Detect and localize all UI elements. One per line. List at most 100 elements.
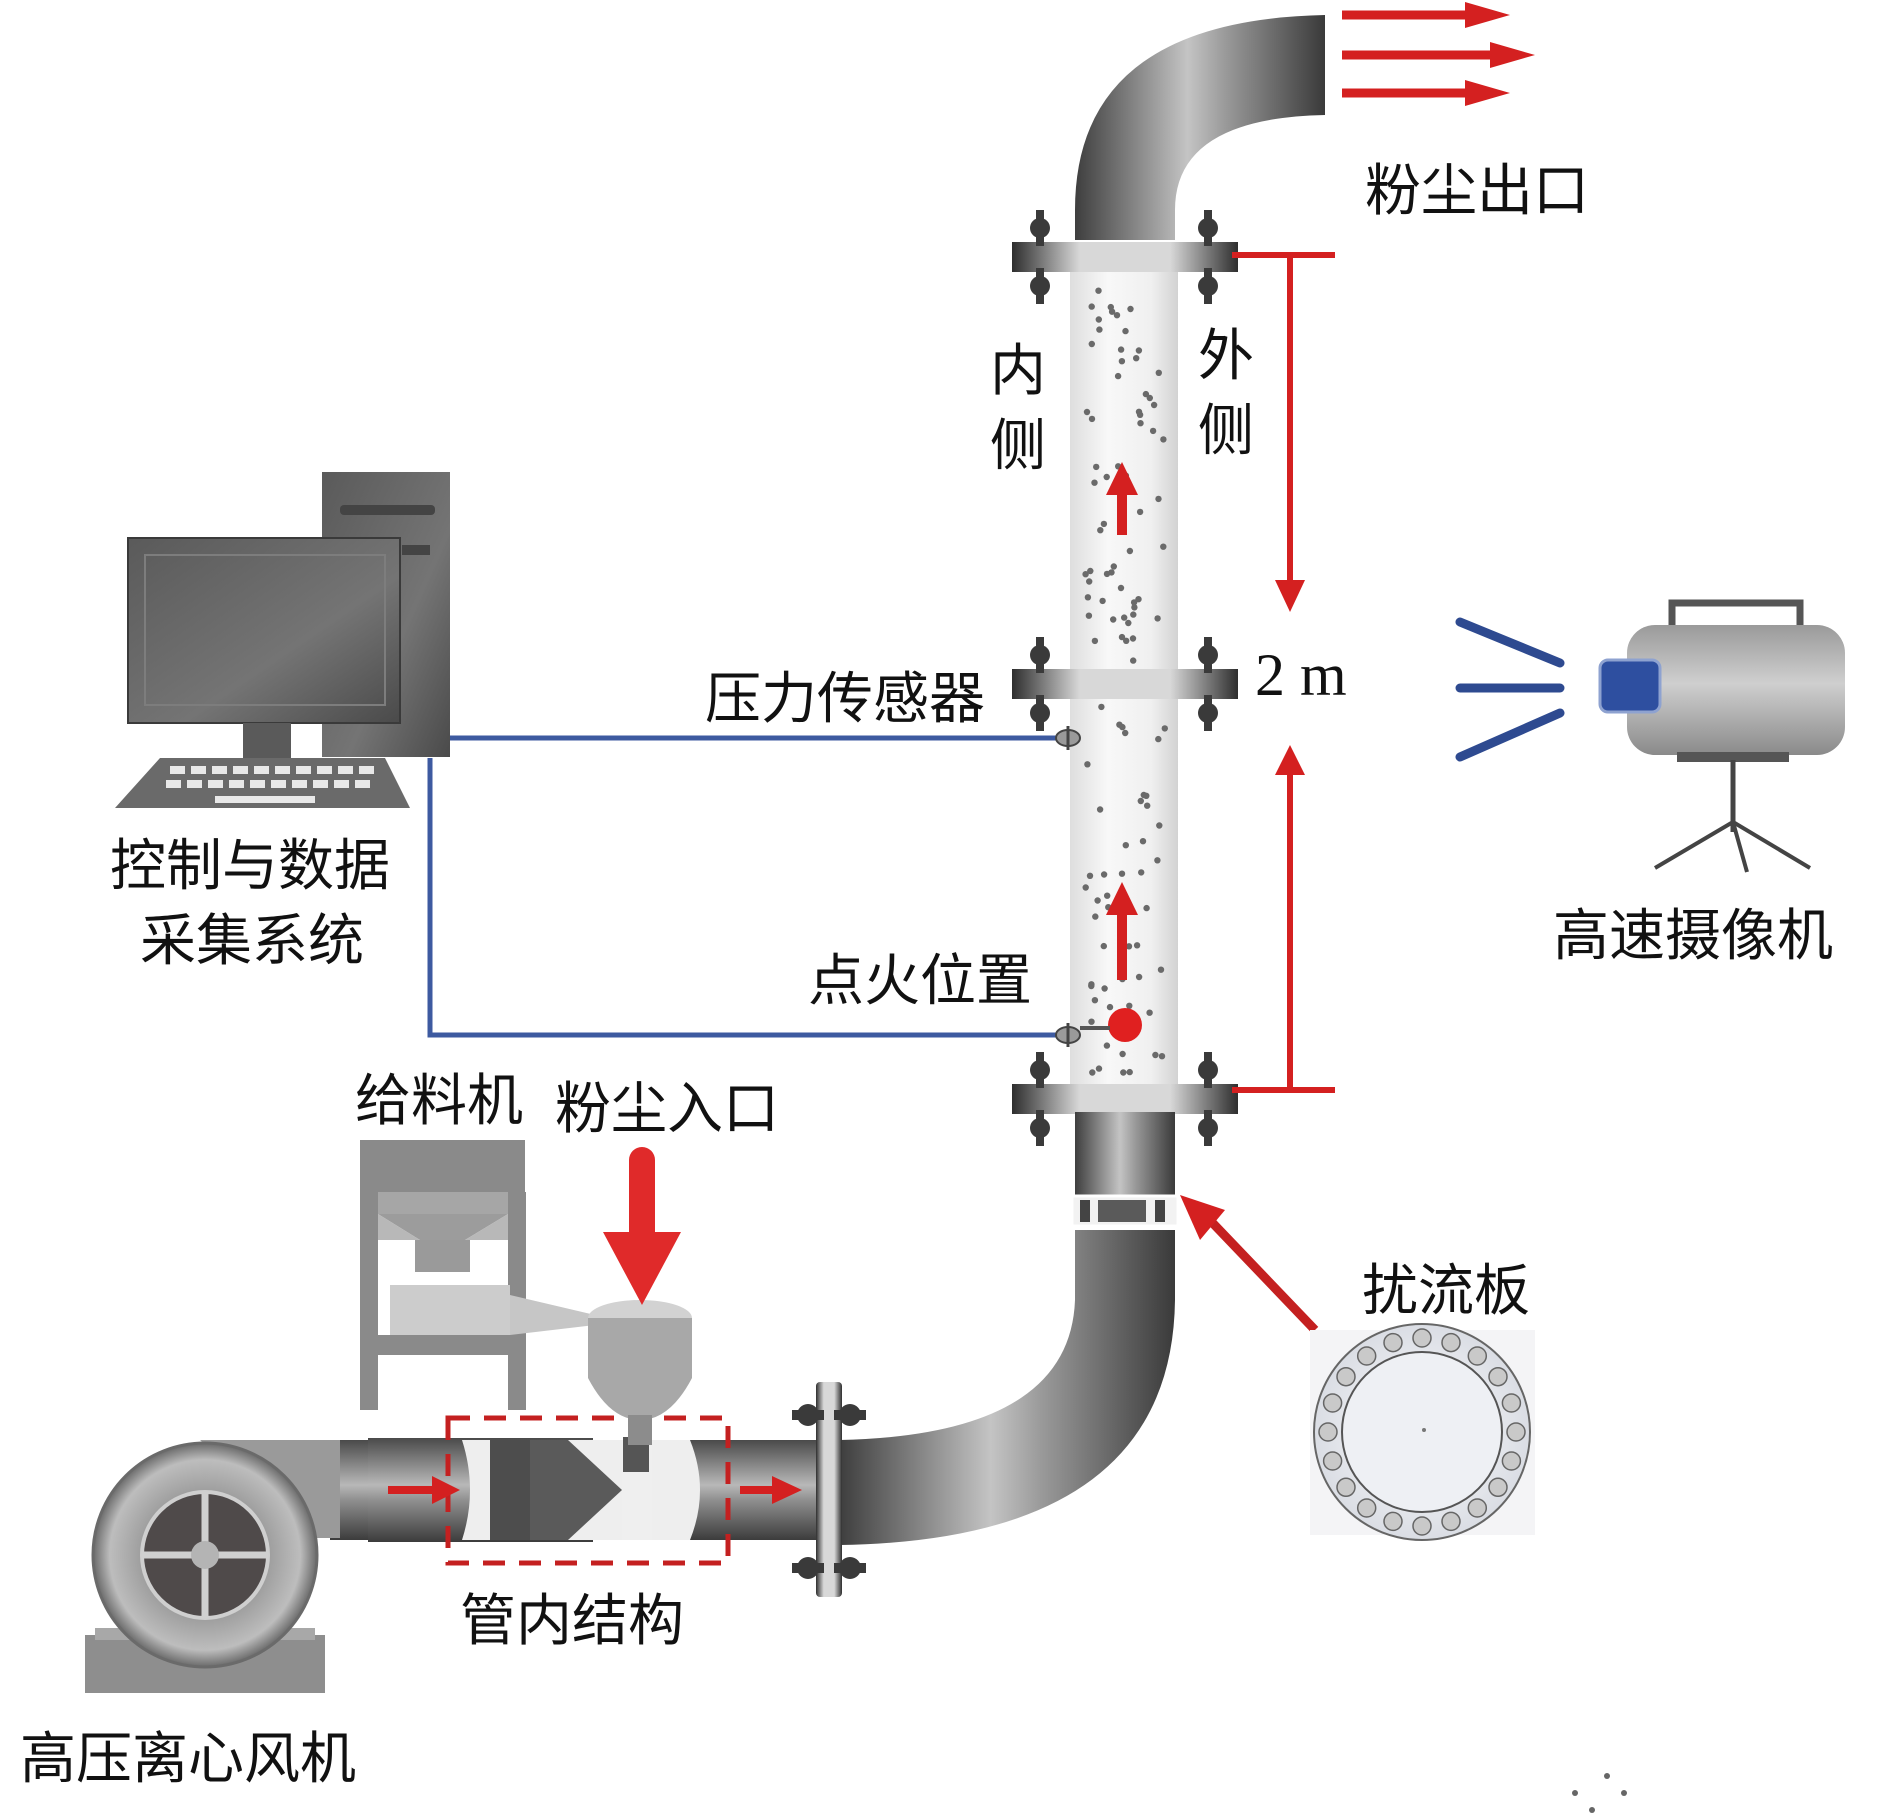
dust-particle (1118, 358, 1126, 365)
dust-particle (1113, 312, 1121, 319)
dust-particle (1139, 838, 1147, 845)
flow-arrow-lower (1106, 882, 1138, 980)
dust-particle (1097, 527, 1104, 534)
baffle-hole (1501, 1451, 1522, 1471)
baffle-hole (1322, 1451, 1343, 1471)
dust-particle (1086, 578, 1093, 585)
baffle-hole (1441, 1511, 1461, 1532)
dust-particle (1091, 637, 1099, 645)
dust-particle (1106, 1003, 1114, 1011)
dust-particle (1092, 913, 1099, 920)
dust-particle (1084, 761, 1091, 768)
baffle-hole (1336, 1366, 1356, 1387)
feeder-label: 给料机 (355, 1069, 523, 1134)
keyboard-key (317, 766, 332, 774)
dust-particle (1095, 316, 1103, 323)
camera-icon (1598, 599, 1845, 873)
keyboard-key (212, 766, 227, 774)
dust-particle (1152, 1051, 1159, 1059)
pipe-internal-cutaway (388, 1415, 830, 1566)
dust-particle (1099, 597, 1106, 605)
dust-particle (1130, 599, 1138, 606)
dust-particle (1135, 347, 1143, 354)
keyboard-key (355, 780, 370, 788)
keyboard-key (334, 780, 349, 788)
dust-particle (1136, 508, 1144, 516)
dust-particle (1133, 942, 1141, 949)
keyboard-key (254, 766, 269, 774)
bolt-shaft (1204, 637, 1212, 673)
dust-particle (1122, 327, 1129, 335)
baffle-callout-arrow (1180, 1195, 1319, 1334)
pressure-sensor-icon (1055, 726, 1081, 750)
dust-particle (1140, 791, 1148, 799)
keyboard-key (191, 766, 206, 774)
flange-plate (1012, 1084, 1238, 1114)
dust-particle (1122, 842, 1130, 849)
bolt-shaft (1036, 637, 1044, 673)
dust-particle (1103, 1042, 1111, 1049)
bolt-shaft (792, 1410, 824, 1420)
control-system-label-2: 采集系统 (140, 909, 364, 974)
camera-body (1627, 625, 1845, 755)
flow-arrowhead-icon (1106, 882, 1138, 915)
dust-particle (1101, 985, 1108, 992)
flange-plate (1012, 669, 1238, 699)
camera-label: 高速摄像机 (1553, 904, 1833, 969)
bolt-shaft (792, 1563, 824, 1573)
baffle-hole (1356, 1346, 1377, 1366)
dust-particle (1100, 942, 1108, 950)
lower-elbow (840, 1230, 1175, 1545)
outlet-flow-arrows (1342, 2, 1535, 106)
dust-particle (1137, 420, 1144, 427)
dust-particle (1100, 871, 1108, 878)
decorative-dots (1572, 1773, 1627, 1813)
flow-arrow-upper (1106, 462, 1138, 535)
bolt-shaft (834, 1410, 866, 1420)
baffle-hole (1322, 1393, 1343, 1413)
dust-particle (1135, 973, 1143, 981)
flange-plate (1012, 242, 1238, 272)
dust-particle (1129, 635, 1137, 642)
dust-particle (1154, 615, 1161, 622)
baffle-hole (1441, 1332, 1461, 1353)
dust-particle (1160, 543, 1167, 550)
dust-particle (1096, 326, 1103, 333)
baffle-hole (1336, 1477, 1356, 1498)
dust-particle (1110, 563, 1118, 570)
fan-label: 高压离心风机 (20, 1727, 356, 1792)
dust-particle (1121, 614, 1128, 621)
dust-particle (1089, 1069, 1096, 1076)
flow-arrowhead-icon (1106, 462, 1138, 495)
dust-particle (1088, 340, 1096, 348)
keyboard-key (250, 780, 265, 788)
dust-particle (1086, 872, 1094, 879)
dust-particle (1096, 806, 1104, 813)
outer-side-label-2: 侧 (1198, 399, 1254, 464)
dust-particle (1160, 436, 1167, 443)
dust-particle (1091, 479, 1098, 486)
pipe-structure-label: 管内结构 (460, 1589, 684, 1654)
dust-particle (1120, 1069, 1127, 1076)
dust-particle (1117, 584, 1125, 592)
dust-particle (1088, 982, 1095, 990)
dust-particle (1150, 401, 1158, 409)
monitor (127, 537, 401, 724)
dust-particle (1082, 884, 1089, 891)
outlet-arrowhead-icon (1490, 42, 1535, 68)
baffle-hole (1356, 1498, 1377, 1518)
inflow-arrowhead-icon (432, 1476, 460, 1504)
dust-particle (1084, 594, 1092, 601)
dust-particle (1095, 1065, 1103, 1072)
pressure-sensor-label: 压力传感器 (705, 667, 985, 732)
dust-outlet-label: 粉尘出口 (1365, 159, 1589, 224)
dust-particle (1130, 657, 1137, 664)
dust-particle (1091, 997, 1099, 1004)
outlet-arrowhead-icon (1465, 2, 1510, 28)
igniter-icon (1108, 1008, 1142, 1042)
keyboard-key (275, 766, 290, 774)
outer-side-label-1: 外 (1198, 324, 1254, 389)
bolt-shaft (1204, 695, 1212, 731)
bolt-shaft (1036, 1110, 1044, 1146)
bolt-shaft (1204, 1110, 1212, 1146)
